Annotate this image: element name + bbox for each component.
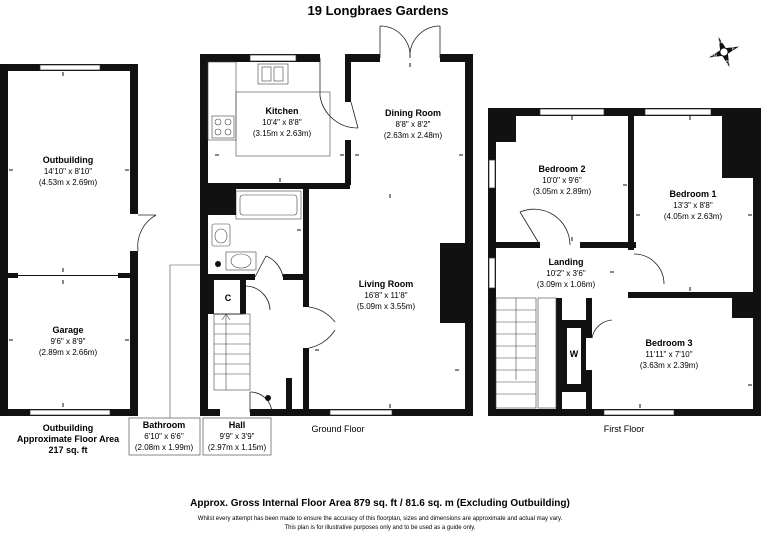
- disclaimer-line2: This plan is for illustrative purposes o…: [285, 525, 476, 531]
- bathroom-name: Bathroom: [143, 420, 186, 430]
- compass-n: N: [718, 39, 724, 46]
- outbuilding-imperial: 14'10" x 8'10": [44, 167, 92, 176]
- disclaimer-line1: Whilst every attempt has been made to en…: [198, 516, 563, 522]
- landing-imperial: 10'2" x 3'6": [546, 269, 586, 278]
- bedroom3-name: Bedroom 3: [645, 338, 692, 348]
- first-floor-plan: [488, 108, 761, 416]
- outbuilding-metric: (4.53m x 2.69m): [39, 178, 98, 187]
- bedroom2-imperial: 10'0" x 9'6": [542, 176, 582, 185]
- bedroom2-name: Bedroom 2: [538, 164, 585, 174]
- compass-s: S: [725, 59, 731, 66]
- bedroom1-imperial: 13'3" x 8'8": [673, 201, 713, 210]
- dining-room-name: Dining Room: [385, 108, 441, 118]
- bathroom-imperial: 6'10" x 6'6": [144, 432, 184, 441]
- bedroom3-imperial: 11'11" x 7'10": [645, 350, 692, 359]
- landing-metric: (3.09m x 1.06m): [537, 280, 596, 289]
- compass-w: W: [712, 53, 719, 60]
- outbuilding-plan: [0, 64, 157, 416]
- ground-floor-plan: [200, 25, 473, 416]
- garage-imperial: 9'6" x 8'9": [51, 337, 86, 346]
- first-floor-label: First Floor: [604, 424, 645, 434]
- hall-imperial: 9'9" x 3'9": [220, 432, 255, 441]
- cupboard-marker: C: [225, 293, 232, 303]
- kitchen-metric: (3.15m x 2.63m): [253, 129, 312, 138]
- wardrobe-marker: W: [570, 349, 579, 359]
- landing-name: Landing: [549, 257, 584, 267]
- living-room-metric: (5.09m x 3.55m): [357, 302, 416, 311]
- garage-name: Garage: [52, 325, 83, 335]
- compass-icon: N S E W: [708, 36, 740, 68]
- outbuilding-area-line3: 217 sq. ft: [48, 445, 87, 455]
- kitchen-imperial: 10'4" x 8'8": [262, 118, 302, 127]
- bathroom-label-box: [128, 417, 201, 456]
- ground-floor-label: Ground Floor: [311, 424, 364, 434]
- bathroom-metric: (2.08m x 1.99m): [135, 443, 194, 452]
- gross-area-text: Approx. Gross Internal Floor Area 879 sq…: [190, 498, 570, 509]
- hall-label-box: [202, 417, 272, 456]
- living-room-name: Living Room: [359, 279, 414, 289]
- bedroom1-name: Bedroom 1: [669, 189, 716, 199]
- dining-room-metric: (2.63m x 2.48m): [384, 131, 443, 140]
- dining-room-imperial: 8'8" x 8'2": [396, 120, 431, 129]
- outbuilding-area-line1: Outbuilding: [43, 423, 93, 433]
- garage-metric: (2.89m x 2.66m): [39, 348, 98, 357]
- outbuilding-area-line2: Approximate Floor Area: [17, 434, 120, 444]
- outbuilding-name: Outbuilding: [43, 155, 93, 165]
- bedroom3-metric: (3.63m x 2.39m): [640, 361, 699, 370]
- compass-e: E: [731, 46, 737, 53]
- bedroom2-metric: (3.05m x 2.89m): [533, 187, 592, 196]
- plan-title: 19 Longbraes Gardens: [308, 3, 449, 18]
- hall-name: Hall: [229, 420, 246, 430]
- living-room-imperial: 16'8" x 11'8": [364, 291, 407, 300]
- bedroom1-metric: (4.05m x 2.63m): [664, 212, 723, 221]
- hall-metric: (2.97m x 1.15m): [208, 443, 267, 452]
- kitchen-name: Kitchen: [265, 106, 298, 116]
